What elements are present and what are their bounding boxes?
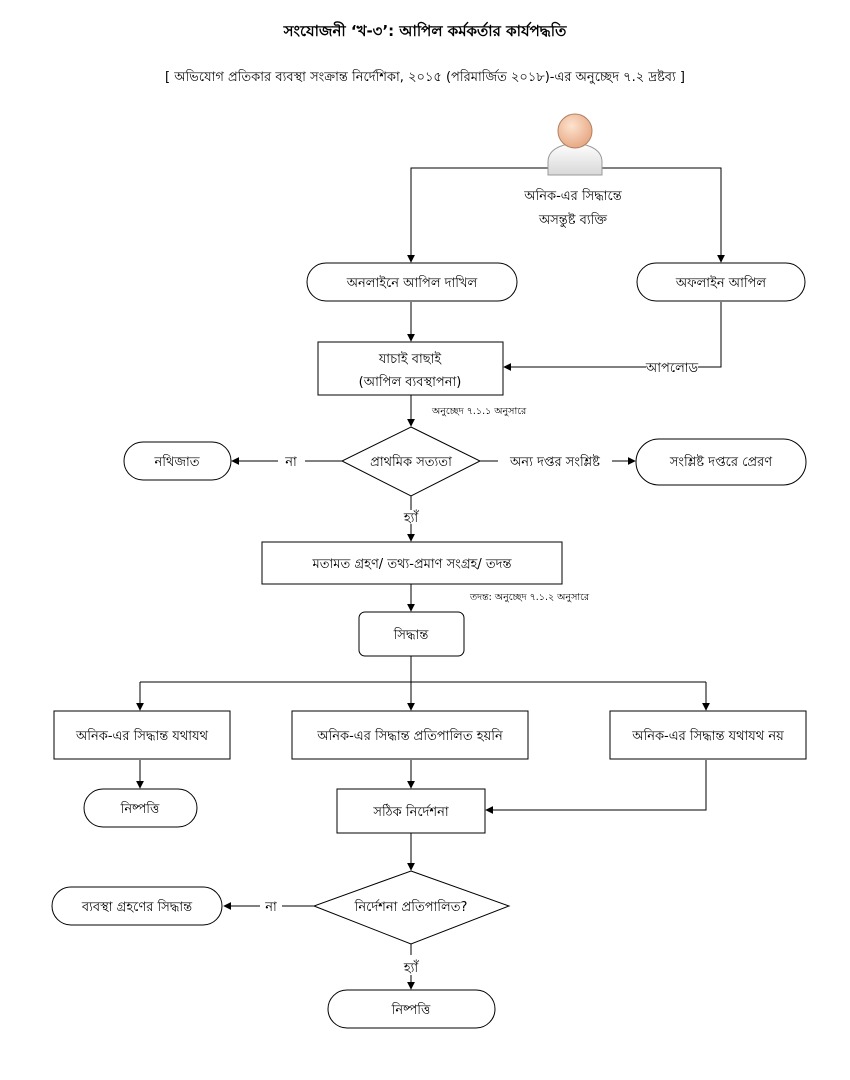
edge-incorrect-direction bbox=[485, 760, 707, 814]
page-subtitle: [ অভিযোগ প্রতিকার ব্যবস্থা সংক্রান্ত নির… bbox=[165, 70, 685, 85]
edge-label-other-office: অন্য দপ্তর সংশ্লিষ্ট bbox=[509, 454, 600, 470]
decision-label: সিদ্ধান্ত bbox=[393, 627, 430, 643]
offline-appeal-label: অফলাইন আপিল bbox=[675, 275, 767, 291]
node-verification: যাচাই বাছাই (আপিল ব্যবস্থাপনা) bbox=[317, 341, 504, 396]
edge-label-no-1: না bbox=[284, 455, 297, 470]
edge-label-yes-2: হ্যাঁ bbox=[403, 960, 419, 976]
node-correct-direction: সঠিক নির্দেশনা bbox=[336, 788, 486, 834]
action-decision-label: ব্যবস্থা গ্রহণের সিদ্ধান্ত bbox=[81, 899, 193, 915]
edge-actor-online bbox=[407, 167, 548, 263]
resolved-2-label: নিষ্পত্তি bbox=[391, 1002, 431, 1018]
actor-label-line1: অনিক-এর সিদ্ধান্তে bbox=[523, 188, 623, 204]
forward-office-label: সংশ্লিষ্ট দপ্তরে প্রেরণ bbox=[669, 454, 773, 470]
node-forward-office: সংশ্লিষ্ট দপ্তরে প্রেরণ bbox=[635, 438, 807, 486]
node-investigation: মতামত গ্রহণ/ তথ্য-প্রমাণ সংগ্রহ/ তদন্ত bbox=[261, 541, 563, 585]
node-primary-validity: প্রাথমিক সত্যতা bbox=[340, 426, 482, 497]
investigation-label: মতামত গ্রহণ/ তথ্য-প্রমাণ সংগ্রহ/ তদন্ত bbox=[312, 557, 513, 572]
verification-label-line2: (আপিল ব্যবস্থাপনা) bbox=[359, 374, 462, 390]
node-decision-incorrect: অনিক-এর সিদ্ধান্ত যথাযথ নয় bbox=[609, 710, 807, 760]
verification-label-line1: যাচাই বাছাই bbox=[378, 351, 443, 367]
node-decision: সিদ্ধান্ত bbox=[358, 611, 465, 657]
edge-label-yes-1: হ্যাঁ bbox=[403, 510, 419, 526]
node-online-appeal: অনলাইনে আপিল দাখিল bbox=[306, 262, 518, 302]
person-icon bbox=[547, 113, 603, 176]
primary-validity-label: প্রাথমিক সত্যতা bbox=[370, 454, 452, 470]
edge-offline-down bbox=[698, 302, 722, 368]
resolved-1-label: নিষ্পত্তি bbox=[120, 801, 160, 817]
node-decision-not-implemented: অনিক-এর সিদ্ধান্ত প্রতিপালিত হয়নি bbox=[291, 710, 529, 760]
rejected-label: নথিজাত bbox=[153, 454, 199, 470]
node-direction-complied: নির্দেশনা প্রতিপালিত? bbox=[312, 870, 511, 945]
node-decision-correct: অনিক-এর সিদ্ধান্ত যথাযথ bbox=[53, 710, 231, 760]
node-resolved-2: নিষ্পত্তি bbox=[327, 989, 496, 1029]
node-offline-appeal: অফলাইন আপিল bbox=[636, 262, 806, 302]
edge-label-para-712: তদন্ত: অনুচ্ছেদ ৭.১.২ অনুসারে bbox=[469, 592, 590, 603]
online-appeal-label: অনলাইনে আপিল দাখিল bbox=[346, 275, 478, 291]
node-resolved-1: নিষ্পত্তি bbox=[83, 788, 198, 828]
edge-label-no-2: না bbox=[264, 900, 277, 915]
node-rejected: নথিজাত bbox=[123, 441, 232, 481]
decision-correct-label: অনিক-এর সিদ্ধান্ত যথাযথ bbox=[75, 728, 209, 744]
node-action-decision: ব্যবস্থা গ্রহণের সিদ্ধান্ত bbox=[51, 886, 223, 926]
correct-direction-label: সঠিক নির্দেশনা bbox=[372, 804, 448, 820]
edge-label-upload: আপলোড bbox=[645, 361, 699, 376]
page-title: সংযোজনী ‘খ-৩’: আপিল কর্মকর্তার কার্যপদ্ধ… bbox=[283, 22, 567, 40]
decision-not-implemented-label: অনিক-এর সিদ্ধান্ত প্রতিপালিত হয়নি bbox=[316, 728, 503, 744]
actor-label-line2: অসন্তুষ্ট ব্যক্তি bbox=[538, 212, 607, 228]
direction-complied-label: নির্দেশনা প্রতিপালিত? bbox=[354, 899, 468, 915]
edge-actor-offline bbox=[602, 167, 725, 263]
edge-label-para-711: অনুচ্ছেদ ৭.১.১ অনুসারে bbox=[431, 406, 527, 417]
decision-incorrect-label: অনিক-এর সিদ্ধান্ত যথাযথ নয় bbox=[631, 728, 784, 744]
